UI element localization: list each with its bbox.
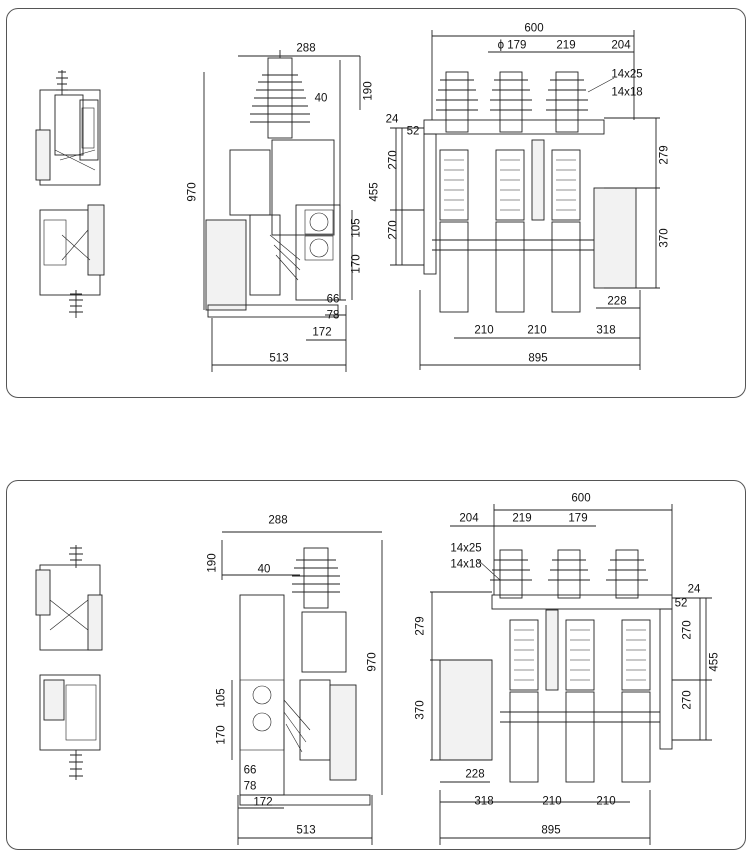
dim-204: 204 <box>611 39 631 52</box>
dim-190: 190 <box>362 81 375 101</box>
dim-279: 279 <box>658 145 671 165</box>
top-thumbnail-upper <box>35 70 101 186</box>
dim-14x25: 14x25 <box>450 542 482 555</box>
dim-370: 370 <box>658 228 671 248</box>
bottom-panel-frame <box>6 480 746 850</box>
dim-219: 219 <box>556 39 576 52</box>
dim-170: 170 <box>215 725 228 745</box>
bottom-front-view <box>430 504 712 845</box>
dim-24: 24 <box>687 583 701 596</box>
dim-14x18: 14x18 <box>611 86 643 99</box>
dim-318: 318 <box>596 324 616 337</box>
bottom-thumbnail-upper <box>35 545 103 651</box>
dim-78: 78 <box>243 780 257 793</box>
dim-600: 600 <box>571 492 591 505</box>
dim-204: 204 <box>459 512 479 525</box>
dim-40: 40 <box>314 92 328 105</box>
dim-105: 105 <box>215 688 228 708</box>
dim-270-upper: 270 <box>387 150 400 170</box>
dim-270-lower: 270 <box>387 220 400 240</box>
dim-513: 513 <box>296 824 316 837</box>
dim-895: 895 <box>528 352 548 365</box>
dim-170: 170 <box>350 254 363 274</box>
dim-455: 455 <box>368 182 381 202</box>
bottom-side-view <box>221 531 383 845</box>
dim-210-left: 210 <box>474 324 494 337</box>
dim-172: 172 <box>312 326 332 339</box>
dim-228: 228 <box>465 768 485 781</box>
dim-105: 105 <box>350 218 363 238</box>
dim-14x18: 14x18 <box>450 558 482 571</box>
dim-370: 370 <box>414 700 427 720</box>
dim-895: 895 <box>541 824 561 837</box>
dim-288: 288 <box>268 514 288 527</box>
dim-210-right: 210 <box>527 324 547 337</box>
top-side-view <box>203 50 361 372</box>
dim-66: 66 <box>326 293 340 306</box>
dim-600: 600 <box>524 22 544 35</box>
dim-52: 52 <box>674 597 688 610</box>
dim-phi-179: ϕ 179 <box>497 39 527 52</box>
dim-78: 78 <box>326 309 340 322</box>
dim-190: 190 <box>206 553 219 573</box>
dim-279: 279 <box>414 616 427 636</box>
dim-270-lower: 270 <box>681 690 694 710</box>
dim-270-upper: 270 <box>681 620 694 640</box>
dim-66: 66 <box>243 764 257 777</box>
dim-970: 970 <box>366 652 379 672</box>
top-front-view <box>390 30 660 370</box>
dim-24: 24 <box>385 113 399 126</box>
dim-513: 513 <box>269 352 289 365</box>
dim-455: 455 <box>708 652 721 672</box>
dim-288: 288 <box>296 42 316 55</box>
dim-14x25: 14x25 <box>611 68 643 81</box>
dim-52: 52 <box>406 125 420 138</box>
dim-172: 172 <box>253 796 273 809</box>
dim-228: 228 <box>607 295 627 308</box>
bottom-thumbnail-lower <box>39 674 101 780</box>
dim-210-left: 210 <box>542 795 562 808</box>
dim-210-right: 210 <box>596 795 616 808</box>
dim-970: 970 <box>186 182 199 202</box>
dim-219: 219 <box>512 512 532 525</box>
dim-179: 179 <box>568 512 588 525</box>
dim-40: 40 <box>257 563 271 576</box>
dim-318: 318 <box>474 795 494 808</box>
top-thumbnail-lower <box>39 204 105 318</box>
